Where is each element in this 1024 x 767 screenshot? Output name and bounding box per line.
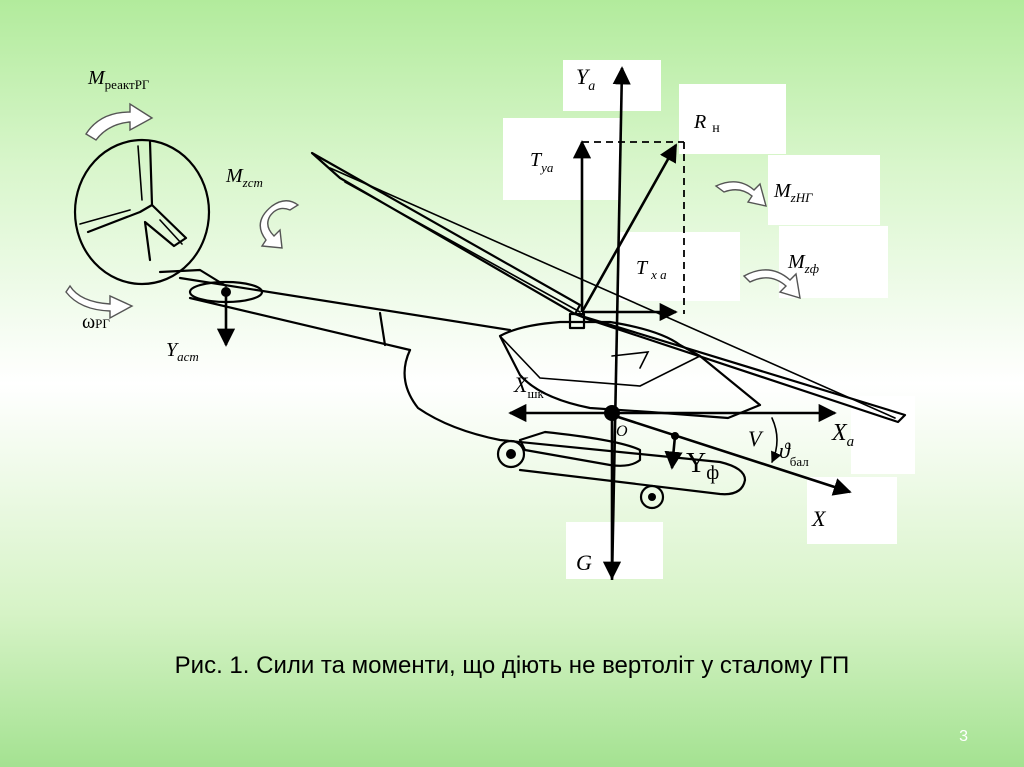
moment-zng-arrow <box>714 181 767 207</box>
label-theta-bal: ϑбал <box>779 438 809 469</box>
label-v: V <box>748 426 764 451</box>
page-number: 3 <box>959 728 968 745</box>
moment-zf-arrow <box>742 269 801 299</box>
label-x-a: Xa <box>831 420 854 450</box>
label-y-f: Yф <box>686 448 719 484</box>
label-m-zst: Mzст <box>225 165 263 190</box>
label-t-ya: Tya <box>530 149 554 175</box>
label-m-zf: Mzф <box>787 251 819 276</box>
moment-reakt-arrow <box>85 102 154 141</box>
label-m-zng: MzНГ <box>773 180 813 205</box>
label-m-reakt: MреактРГ <box>87 67 150 92</box>
force-vectors <box>216 66 852 581</box>
tail-rotor <box>73 138 228 288</box>
moment-arrows <box>65 102 801 320</box>
label-omega-rg: ωРГ <box>82 311 110 333</box>
label-o: O <box>616 423 628 440</box>
label-y-a: Ya <box>576 64 595 94</box>
label-y-ast: Yaст <box>166 339 199 364</box>
label-x: X <box>811 506 827 531</box>
landing-wheels <box>496 439 665 510</box>
label-boxes <box>503 60 915 579</box>
label-x-shk: Xшк <box>513 372 544 401</box>
label-g: G <box>576 550 592 575</box>
omega-rg-arrow <box>65 284 134 320</box>
figure-caption: Рис. 1. Сили та моменти, що діють не вер… <box>174 652 850 679</box>
moment-zst-arrow <box>259 200 300 249</box>
